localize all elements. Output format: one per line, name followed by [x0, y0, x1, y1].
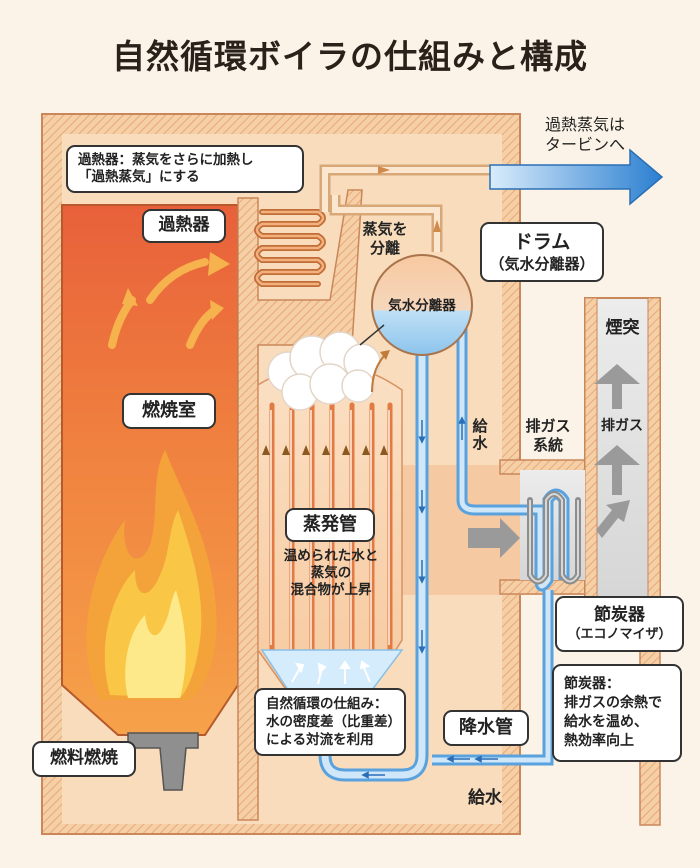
- fuel-burner: [127, 732, 199, 791]
- steam-rise-arrow: [371, 355, 385, 393]
- natural-circ-line3: による対流を利用: [266, 732, 374, 749]
- downcomer-flow-arrows: [361, 416, 498, 779]
- downcomer-text: 降水管: [459, 716, 513, 738]
- economizer-line1: 節炭器: [594, 605, 645, 626]
- steam-drum: [371, 254, 473, 356]
- chimney-wall-right: [647, 297, 661, 599]
- separate-line1: 蒸気を: [362, 220, 408, 238]
- economizer-note: 節炭器： 排ガスの余熱で 給水を温め、 熱効率向上: [552, 664, 682, 762]
- furnace-divider-wall: [237, 189, 363, 821]
- fuel-label: 燃料燃焼: [32, 741, 136, 777]
- exhaust-system-line1: 排ガス: [525, 417, 571, 435]
- evap-tube-note: 温められた水と 蒸気の 混合物が上昇: [260, 548, 402, 599]
- superheater-label: 過熱器: [142, 209, 226, 243]
- evap-tube-text: 蒸発管: [303, 513, 357, 535]
- superheater-note-line2: 「過熱蒸気」にする: [78, 169, 200, 185]
- chimney-wall: [584, 297, 598, 599]
- steam-to-turbine-arrow: [489, 148, 664, 206]
- economizer-label: 節炭器 （エコノマイザ）: [555, 596, 684, 652]
- evap-tube-label: 蒸発管: [285, 508, 375, 542]
- downcomer-label: 降水管: [443, 710, 529, 746]
- separate-steam-label: 蒸気を 分離: [350, 220, 420, 258]
- combustion-chamber-text: 燃焼室: [142, 399, 196, 421]
- feedwater-vertical-label: 給水: [472, 417, 488, 453]
- exhaust-arrows: [468, 364, 640, 558]
- exhaust-system-line2: 系統: [532, 435, 563, 454]
- natural-circ-line2: 水の密度差（比重差）: [266, 713, 401, 730]
- drum-label-line2: （気水分離器）: [489, 254, 595, 273]
- economizer-note-line4: 熱効率向上: [564, 732, 634, 749]
- evap-note-line1: 温められた水と: [283, 548, 379, 564]
- separate-line2: 分離: [369, 238, 400, 257]
- natural-circulation-note: 自然循環の仕組み： 水の密度差（比重差） による対流を利用: [254, 688, 406, 756]
- fuel-text: 燃料燃焼: [50, 748, 118, 769]
- steam-out-line2: タービンへ: [544, 135, 625, 154]
- exhaust-up-label: 排ガス: [601, 418, 643, 434]
- superheater-label-text: 過熱器: [158, 215, 210, 236]
- drum-inner-label: 気水分離器: [388, 298, 456, 314]
- steam-out-line1: 過熱蒸気は: [544, 115, 625, 134]
- evap-note-line3: 混合物が上昇: [290, 581, 372, 598]
- economizer-note-line1: 節炭器：: [564, 676, 620, 693]
- drum-label-line1: ドラム: [513, 230, 571, 253]
- combustion-chamber-label: 燃焼室: [122, 393, 216, 429]
- steam-flow-arrows: [378, 166, 441, 232]
- economizer-note-line3: 給水を温め、: [564, 714, 648, 730]
- feedwater-bottom-label: 給水: [468, 788, 502, 808]
- page-title: 自然循環ボイラの仕組みと構成: [112, 37, 588, 76]
- furnace-flames: [86, 450, 217, 700]
- drum-leader: [359, 324, 385, 346]
- superheater-note: 過熱器：蒸気をさらに加熱し 「過熱蒸気」にする: [66, 145, 304, 193]
- header-up-arrows: [291, 660, 371, 685]
- superheater-note-line1: 過熱器：蒸気をさらに加熱し: [78, 152, 254, 169]
- steam-cloud: [267, 331, 381, 411]
- evap-note-line2: 蒸気の: [310, 564, 352, 581]
- exhaust-system-label: 排ガス 系統: [518, 417, 578, 455]
- steam-out-label: 過熱蒸気は タービンへ: [520, 115, 650, 155]
- drum-label: ドラム （気水分離器）: [480, 222, 604, 282]
- rising-flow-arrows: [262, 445, 388, 455]
- chimney-label: 煙突: [605, 318, 640, 338]
- economizer-line2: （エコノマイザ）: [567, 626, 672, 642]
- economizer-note-line2: 排ガスの余熱で: [564, 695, 662, 712]
- natural-circ-line1: 自然循環の仕組み：: [266, 695, 388, 712]
